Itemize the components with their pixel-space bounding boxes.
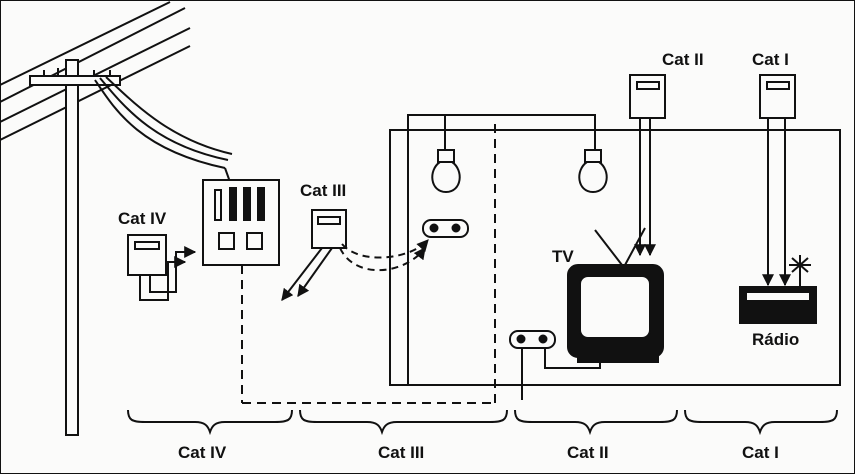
light-bulb-icon [431, 149, 461, 194]
radio-icon [739, 255, 817, 324]
meter-cat-iv [127, 234, 197, 301]
zone-label-cat-ii: Cat II [567, 443, 609, 462]
label-cat-ii-meter: Cat II [662, 50, 704, 69]
label-cat-iv-meter: Cat IV [118, 209, 167, 228]
service-drop-cable [94, 76, 233, 183]
dashed-branch-circuit [241, 120, 496, 404]
meter-cat-iii [281, 209, 429, 301]
meter-cat-ii [629, 74, 666, 257]
building-outline [389, 114, 841, 386]
label-radio: Rádio [752, 330, 799, 349]
wall-outlet-icon [509, 330, 601, 400]
utility-pole [0, 1, 191, 436]
zone-label-cat-i: Cat I [742, 443, 779, 462]
zone-label-cat-iii: Cat III [378, 443, 424, 462]
zone-label-cat-iv: Cat IV [178, 443, 227, 462]
zone-braces [127, 409, 838, 436]
label-cat-iii-meter: Cat III [300, 181, 346, 200]
tv-icon [567, 227, 664, 363]
meter-cat-i [759, 74, 796, 287]
light-bulb-icon [578, 149, 608, 194]
label-cat-i-meter: Cat I [752, 50, 789, 69]
label-tv: TV [552, 247, 574, 266]
wall-outlet-icon [422, 219, 469, 238]
distribution-panel [202, 179, 280, 266]
